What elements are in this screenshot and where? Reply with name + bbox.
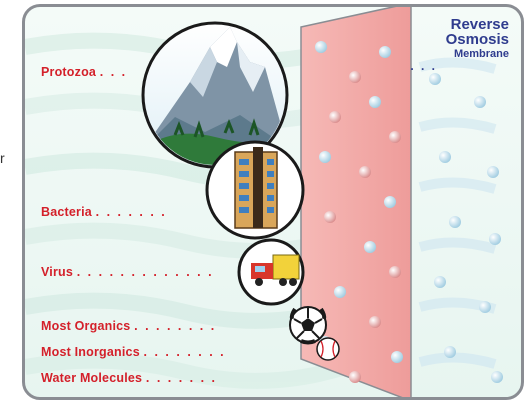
label-most-inorganics-dots: . . . . . . . . xyxy=(143,345,226,359)
label-most-organics: Most Organics . . . . . . . . xyxy=(41,319,216,333)
label-virus-dots: . . . . . . . . . . . . . xyxy=(76,265,214,279)
membrane-title-line1: Reverse xyxy=(450,16,509,33)
stray-character: r xyxy=(0,150,5,166)
label-water-molecules-text: Water Molecules xyxy=(41,371,143,385)
label-most-organics-text: Most Organics xyxy=(41,319,131,333)
label-most-inorganics: Most Inorganics . . . . . . . . xyxy=(41,345,226,359)
flow-streaks-right xyxy=(418,57,497,369)
building-icon xyxy=(205,140,305,240)
label-virus-text: Virus xyxy=(41,265,74,279)
truck-icon xyxy=(237,238,305,306)
label-virus: Virus . . . . . . . . . . . . . xyxy=(41,265,214,279)
membrane-leader-dots: . . . xyxy=(410,59,437,73)
soccer-ball-icon xyxy=(289,306,327,345)
label-most-organics-dots: . . . . . . . . xyxy=(134,319,217,333)
flow-waves-left xyxy=(25,32,348,389)
label-bacteria-dots: . . . . . . . xyxy=(95,205,167,219)
membrane-title: Reverse Osmosis Membrane xyxy=(446,17,509,62)
diagram-art xyxy=(25,7,503,397)
diagram-frame: Reverse Osmosis Membrane . . . Protozoa … xyxy=(22,4,524,400)
baseball-icon xyxy=(316,337,340,361)
membrane-title-line3: Membrane xyxy=(453,48,509,60)
label-protozoa-text: Protozoa xyxy=(41,65,97,79)
label-bacteria-text: Bacteria xyxy=(41,205,92,219)
label-most-inorganics-text: Most Inorganics xyxy=(41,345,140,359)
label-water-molecules: Water Molecules . . . . . . . xyxy=(41,371,217,385)
label-water-molecules-dots: . . . . . . . xyxy=(145,371,218,385)
label-protozoa-dots: . . . xyxy=(99,65,128,79)
label-protozoa: Protozoa . . . xyxy=(41,65,127,79)
membrane xyxy=(300,7,412,397)
label-bacteria: Bacteria . . . . . . . xyxy=(41,205,167,219)
membrane-title-line2: Osmosis xyxy=(445,31,509,48)
